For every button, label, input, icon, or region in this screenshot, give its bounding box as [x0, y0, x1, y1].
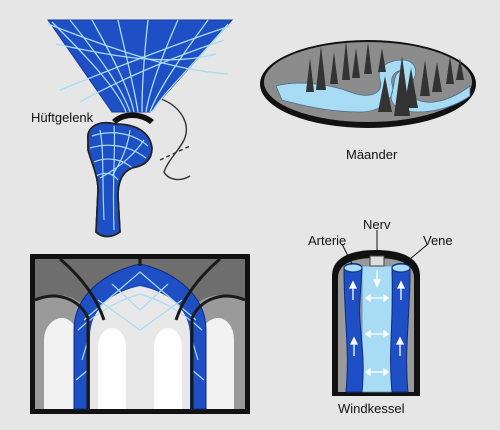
- gothic-vault-illustration: [30, 254, 250, 414]
- femur-trabecular-lines: [89, 125, 149, 231]
- vein-label: Vene: [423, 233, 453, 248]
- vein-opening: [391, 263, 411, 273]
- meander-illustration: [260, 40, 476, 128]
- joint-cup: [112, 112, 154, 124]
- flow-arrows: [348, 270, 406, 377]
- nerve-cap: [369, 255, 385, 267]
- right-arch: [200, 318, 234, 409]
- dashed-line: [159, 145, 191, 161]
- artery-opening: [343, 263, 363, 273]
- muscle-fibre-lines: [47, 19, 231, 113]
- artery-label: Arterie: [308, 233, 347, 248]
- windkessel-illustration: [332, 230, 429, 396]
- vault-ribs: [34, 257, 246, 409]
- hip-joint-label: Hüftgelenk: [31, 110, 94, 125]
- inner-arch-left: [98, 328, 126, 409]
- windkessel-label: Windkessel: [338, 401, 405, 416]
- meander-river: [275, 59, 471, 113]
- meander-label: Mäander: [346, 147, 398, 162]
- inner-arch-right: [154, 328, 182, 409]
- muscle-fan: [47, 19, 234, 113]
- rib-pattern: [75, 271, 205, 381]
- trees: [306, 40, 464, 116]
- left-arch: [44, 318, 78, 409]
- leader-lines: [341, 230, 429, 265]
- nerve-label: Nerv: [363, 217, 391, 232]
- pelvis-outline: [157, 97, 191, 181]
- vault-ceiling: [35, 259, 245, 330]
- hip-joint-illustration: [47, 19, 234, 238]
